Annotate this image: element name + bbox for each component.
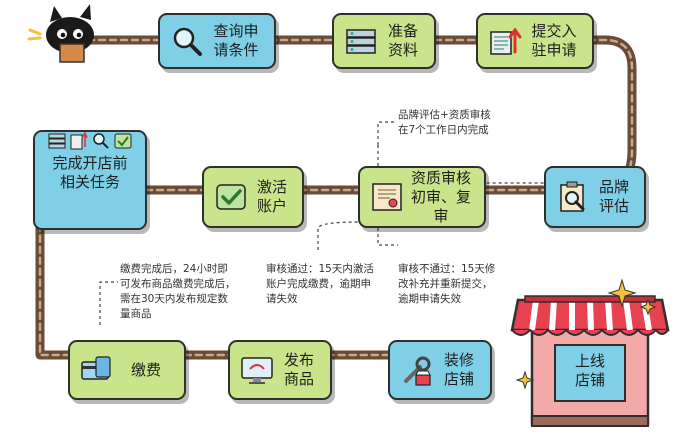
note-leaders bbox=[99, 121, 548, 325]
sparkle-icon bbox=[515, 278, 657, 390]
server-icon bbox=[346, 29, 376, 54]
step-label: 完成开店前 相关任务 bbox=[52, 154, 128, 191]
step-label: 品牌 评估 bbox=[598, 178, 629, 215]
note-payment-completed: 缴费完成后，24小时即 可发布商品缴费完成后， 需在30天内发布规定数 量商品 bbox=[120, 263, 236, 320]
magnifier-icon bbox=[173, 27, 202, 56]
step-decorate-store: 装修 店铺 bbox=[388, 340, 492, 400]
documents-upload-icon bbox=[490, 27, 522, 55]
bank-card-icon bbox=[81, 356, 111, 380]
step-publish-products: 发布 商品 bbox=[228, 340, 332, 400]
note-review-pass: 审核通过：15天内激活 账户完成缴费，逾期申 请失效 bbox=[266, 263, 374, 305]
step-complete-pre-launch-tasks: 完成开店前 相关任务 bbox=[33, 130, 147, 230]
tools-icon bbox=[404, 356, 431, 386]
step-label: 缴费 bbox=[130, 360, 161, 379]
step-label: 装修 店铺 bbox=[443, 351, 474, 388]
checkmark-icon bbox=[114, 133, 132, 149]
documents-upload-icon bbox=[70, 132, 88, 150]
step-label: 资质审核 初审、复审 bbox=[410, 168, 471, 225]
step-activate-account: 激活 账户 bbox=[202, 166, 304, 228]
step-prepare-materials: 准备 资料 bbox=[332, 13, 436, 69]
step-launch-store: 上线 店铺 bbox=[574, 352, 605, 389]
tmall-cat-mascot bbox=[27, 4, 94, 63]
step-label: 激活 账户 bbox=[256, 178, 287, 215]
step-submit-application: 提交入 驻申请 bbox=[476, 13, 594, 69]
step-qualification-review: 资质审核 初审、复审 bbox=[358, 166, 486, 228]
checkmark-icon bbox=[216, 184, 246, 210]
step-query-conditions: 查询申 请条件 bbox=[158, 13, 276, 69]
step-label: 准备 资料 bbox=[387, 22, 418, 59]
step-brand-evaluation: 品牌 评估 bbox=[544, 166, 646, 228]
note-review-fail: 审核不通过：15天修 改补充并重新提交， 逾期申请失效 bbox=[398, 263, 496, 305]
store-illustration bbox=[510, 295, 670, 427]
note-brand-review-duration: 品牌评估+资质审核 在7个工作日内完成 bbox=[398, 109, 491, 136]
step-label: 提交入 驻申请 bbox=[531, 22, 577, 59]
clipboard-search-icon bbox=[560, 181, 585, 212]
task-icons bbox=[48, 132, 132, 150]
monitor-icon bbox=[241, 357, 273, 384]
magnifier-icon bbox=[93, 133, 109, 149]
step-label: 发布 商品 bbox=[283, 351, 314, 388]
step-label: 查询申 请条件 bbox=[213, 22, 259, 59]
step-payment: 缴费 bbox=[68, 340, 186, 400]
server-icon bbox=[48, 133, 66, 149]
certificate-icon bbox=[372, 183, 402, 211]
